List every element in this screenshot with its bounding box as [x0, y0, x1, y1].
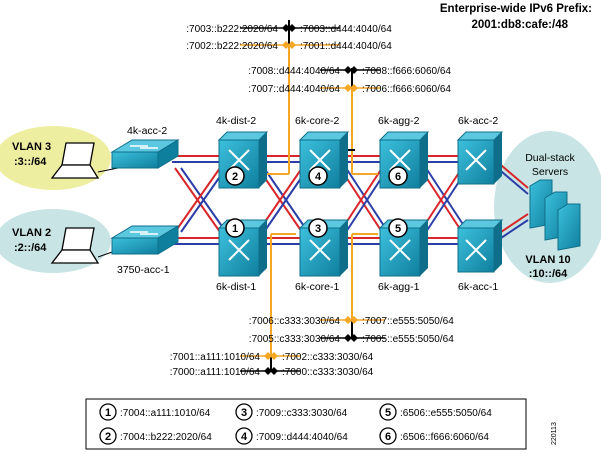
marker-1: 1: [225, 218, 245, 238]
svg-text::7009::d444:4040/64: :7009::d444:4040/64: [256, 432, 348, 443]
link-addr-left: :7001::a111:1010/64: [170, 352, 261, 363]
marker-2: 2: [225, 166, 245, 186]
orange-links-bottom: [270, 233, 378, 357]
svg-text:3: 3: [315, 223, 321, 235]
marker-6: 6: [388, 166, 408, 186]
link-endpoints-top: [240, 24, 380, 92]
svg-text::7004::a111:1010/64: :7004::a111:1010/64: [120, 408, 211, 419]
link-addr-left: :7002::b222:2020/64: [186, 41, 278, 52]
device-label-6k-dist-1: 6k-dist-1: [216, 281, 256, 293]
svg-text:5: 5: [385, 407, 391, 419]
orange-links-top: [262, 46, 378, 175]
device-label-3750-acc-1: 3750-acc-1: [117, 264, 170, 276]
svg-text::6506::f666:6060/64: :6506::f666:6060/64: [400, 432, 489, 443]
legend-item: 2 :7004::b222:2020/64: [99, 427, 212, 445]
device-label-4k-acc-2: 4k-acc-2: [127, 125, 167, 137]
legend-item: 1 :7004::a111:1010/64: [99, 403, 211, 421]
link-addr-right: :7003::d444:4040/64: [300, 24, 392, 35]
svg-text::7004::b222:2020/64: :7004::b222:2020/64: [120, 432, 212, 443]
svg-text:3: 3: [241, 407, 247, 419]
link-addr-right: :7008::f666:6060/64: [362, 66, 451, 77]
device-label-6k-agg-1: 6k-agg-1: [378, 281, 420, 293]
link-addr-right: :7002::c333:3030/64: [282, 352, 374, 363]
device-label-6k-core-1: 6k-core-1: [295, 281, 340, 293]
svg-text:6: 6: [385, 431, 391, 443]
marker-3: 3: [308, 218, 328, 238]
link-addr-left: :7008::d444:4040/64: [248, 66, 340, 77]
vlan10-subnet: :10::/64: [529, 268, 568, 280]
marker-5: 5: [388, 218, 408, 238]
legend-item: 5 :6506::e555:5050/64: [379, 403, 492, 421]
link-addr-right: :7000::c333:3030/64: [282, 367, 374, 378]
link-endpoints-bottom: [240, 316, 385, 375]
legend-item: 6 :6506::f666:6060/64: [379, 427, 489, 445]
black-links-bottom: [270, 321, 353, 372]
link-addr-left: :7006::c333:3030/64: [249, 316, 341, 327]
vlan3-name: VLAN 3: [12, 141, 51, 153]
device-label-6k-acc-2: 6k-acc-2: [458, 115, 498, 127]
servers-label-line2: Servers: [532, 166, 568, 178]
enterprise-prefix: 2001:db8:cafe:/48: [471, 19, 568, 31]
link-addr-right: :7007::e555:5050/64: [362, 316, 454, 327]
link-addr-left: :7005::c333:3030/64: [249, 334, 341, 345]
vlan10-name: VLAN 10: [525, 254, 570, 266]
link-addr-left: :7000::a111:1010/64: [170, 367, 261, 378]
link-addr-right: :7005::e555:5050/64: [362, 334, 454, 345]
svg-text:2: 2: [232, 171, 238, 183]
device-label-6k-core-2: 6k-core-2: [295, 115, 340, 127]
marker-4: 4: [308, 166, 328, 186]
link-addr-left: :7003::b222:2020/64: [186, 24, 278, 35]
svg-text:4: 4: [315, 171, 322, 183]
svg-text:4: 4: [241, 431, 248, 443]
vlan2-name: VLAN 2: [12, 227, 51, 239]
server-icon-group: [529, 179, 581, 251]
svg-text:6: 6: [395, 171, 401, 183]
svg-text:1: 1: [232, 223, 238, 235]
svg-text::7009::c333:3030/64: :7009::c333:3030/64: [256, 408, 348, 419]
legend-box: [85, 398, 527, 450]
svg-text:1: 1: [105, 407, 111, 419]
svg-text:2: 2: [105, 431, 111, 443]
link-addr-left: :7007::d444:4040/64: [248, 84, 340, 95]
device-label-4k-dist-2: 4k-dist-2: [216, 115, 256, 127]
switch-icon-3750-acc-1[interactable]: [110, 225, 180, 255]
svg-text:5: 5: [395, 223, 401, 235]
link-addr-right: :7001::d444:4040/64: [300, 41, 392, 52]
legend-item: 3 :7009::c333:3030/64: [235, 403, 348, 421]
device-label-6k-acc-1: 6k-acc-1: [458, 281, 498, 293]
laptop-icon-vlan3: [50, 142, 119, 179]
servers-label-line1: Dual-stack: [525, 152, 575, 164]
title: Enterprise-wide IPv6 Prefix:: [440, 3, 592, 15]
link-addr-right: :7006::f666:6060/64: [362, 84, 451, 95]
vlan3-subnet: :3::/64: [14, 156, 47, 168]
multilayer-switch-icon-6k-acc-1[interactable]: [456, 219, 504, 273]
figure-id: 220113: [551, 422, 558, 445]
multilayer-switch-icon-6k-acc-2[interactable]: [456, 131, 504, 185]
svg-text::6506::e555:5050/64: :6506::e555:5050/64: [400, 408, 492, 419]
legend-item: 4 :7009::d444:4040/64: [235, 427, 348, 445]
device-label-6k-agg-2: 6k-agg-2: [378, 115, 420, 127]
vlan2-subnet: :2::/64: [14, 242, 47, 254]
switch-icon-4k-acc-2[interactable]: [110, 139, 180, 169]
